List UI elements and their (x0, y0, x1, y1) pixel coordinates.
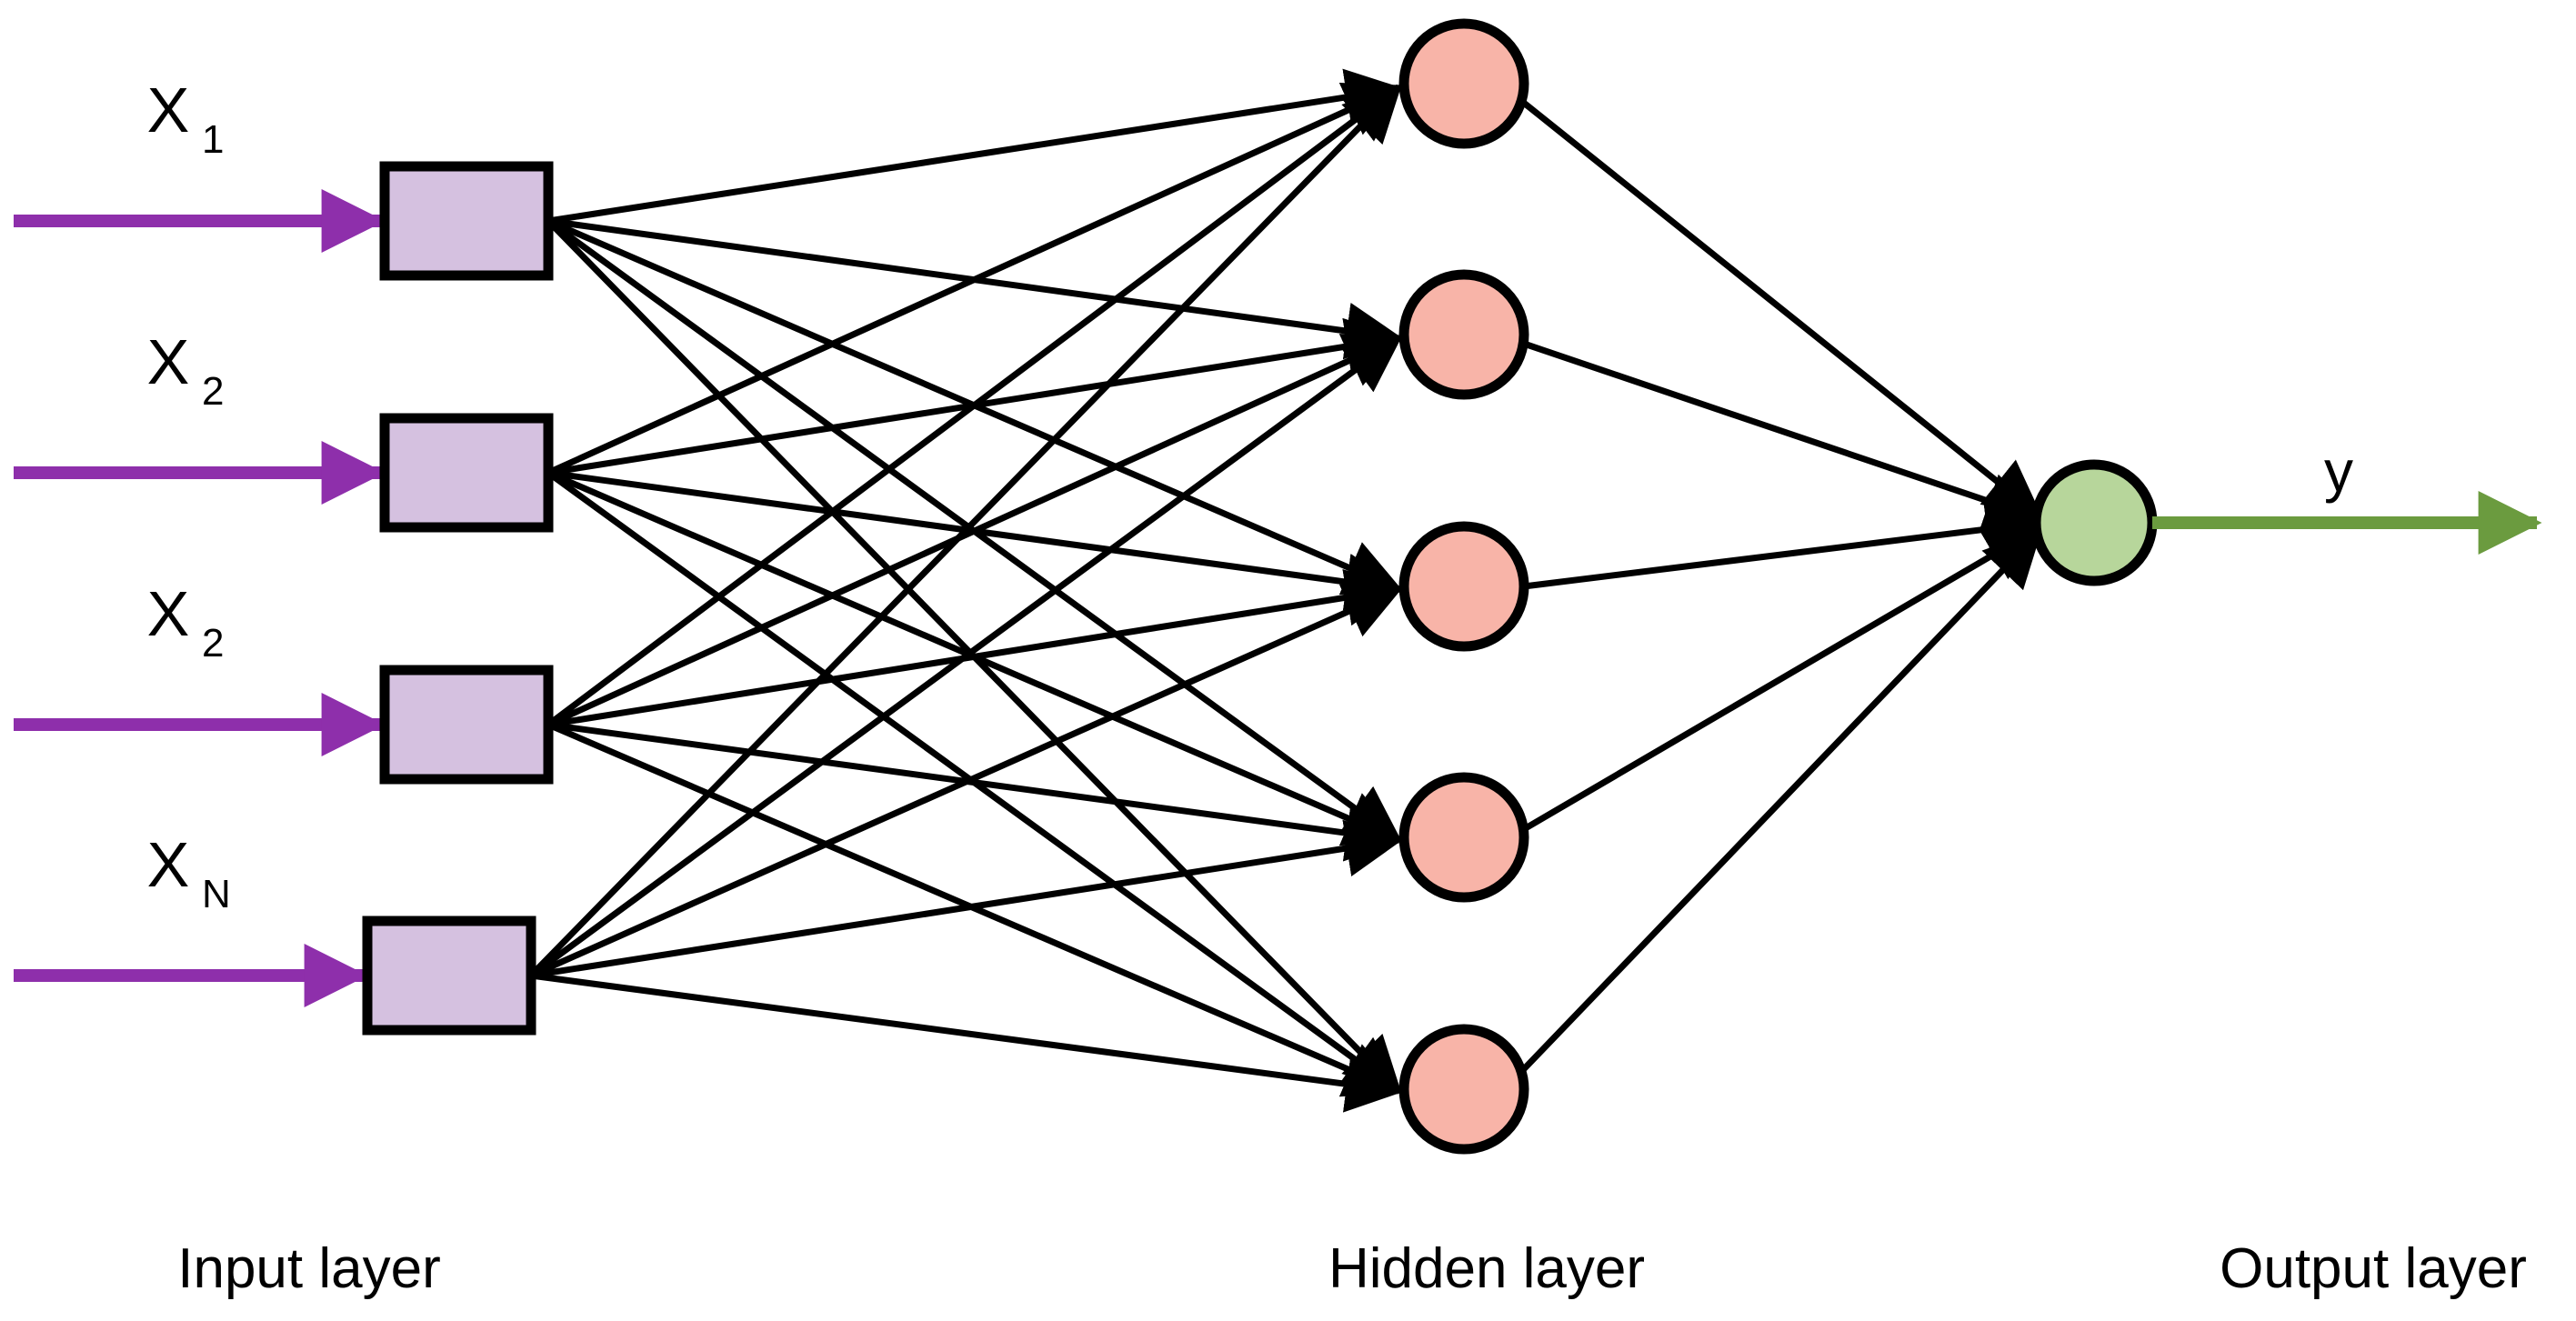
input-node-2[interactable] (379, 413, 554, 533)
layer-caption-group: Input layer Hidden layer Output layer (177, 1237, 2527, 1300)
variable-label-group: X 1 X 2 X 2 X N (147, 75, 231, 916)
output-label-y: y (2324, 438, 2353, 504)
connection-edge (1523, 500, 2044, 590)
connection-edge (528, 335, 1403, 978)
input-node-1[interactable] (379, 161, 554, 281)
hidden-node-1[interactable] (1398, 18, 1529, 149)
connection-edge (1518, 528, 2042, 1076)
caption-output-layer: Output layer (2220, 1237, 2527, 1300)
connection-edge (546, 84, 1403, 727)
caption-input-layer: Input layer (177, 1237, 441, 1300)
input-label-2-subscript: 2 (202, 369, 224, 414)
connection-edge (530, 972, 1404, 1113)
input-label-3-subscript: 2 (202, 621, 224, 666)
input-label-1-subscript: 1 (202, 117, 224, 162)
connection-edge (547, 568, 1404, 728)
connection-edge (528, 83, 1402, 978)
hidden-node-2[interactable] (1398, 269, 1529, 400)
input-label-3-base: X (147, 578, 190, 649)
input-label-1-base: X (147, 75, 190, 145)
hidden-node-4[interactable] (1398, 772, 1529, 903)
connection-edge (546, 334, 1404, 728)
input-arrow-group (14, 189, 386, 1007)
connection-edge (547, 68, 1404, 225)
output-node-1[interactable] (2030, 459, 2158, 586)
connection-edge (1518, 97, 2043, 518)
input-label-2-base: X (147, 326, 190, 397)
input-label-4-subscript: N (202, 872, 231, 916)
connection-group-input-to-hidden (528, 68, 1404, 1113)
connection-edge (1522, 525, 2043, 833)
input-node-3[interactable] (379, 665, 554, 785)
hidden-node-5[interactable] (1398, 1024, 1529, 1155)
input-node-group (362, 161, 554, 1036)
connection-edge (547, 721, 1404, 862)
hidden-node-group (1398, 18, 1529, 1155)
connection-edge (546, 83, 1404, 476)
connection-edge (530, 819, 1404, 979)
caption-hidden-layer: Hidden layer (1328, 1237, 1645, 1300)
input-label-4-base: X (147, 829, 190, 900)
connection-edge (529, 584, 1404, 979)
hidden-node-3[interactable] (1398, 521, 1529, 652)
connection-group-hidden-to-output (1518, 97, 2044, 1076)
input-node-4[interactable] (362, 916, 536, 1036)
output-node-group (2030, 459, 2158, 586)
connection-edge (1522, 340, 2044, 529)
